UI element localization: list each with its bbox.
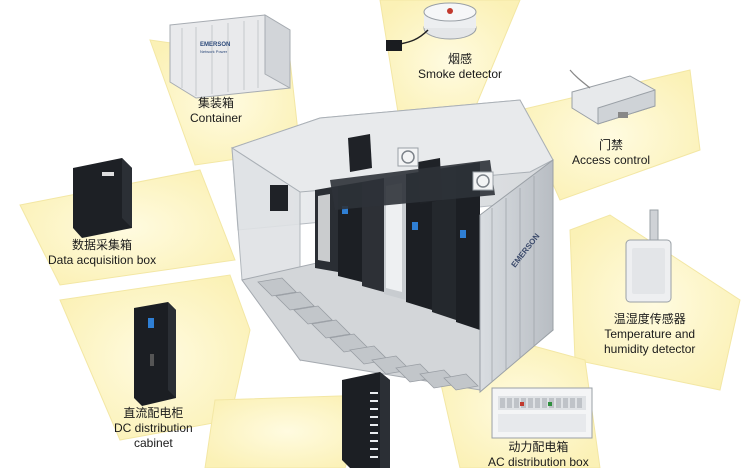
- ac-distribution-box-image: [492, 388, 592, 438]
- label-data-box-en: Data acquisition box: [48, 253, 156, 268]
- container-product-brand: EMERSON: [200, 42, 230, 48]
- label-dc-en2: cabinet: [114, 436, 193, 451]
- label-smoke-en: Smoke detector: [418, 67, 502, 82]
- container-cutaway: EMERSON: [232, 100, 553, 392]
- label-smoke: 烟感 Smoke detector: [418, 52, 502, 82]
- label-smoke-cn: 烟感: [418, 52, 502, 67]
- temp-sensor-image: [626, 210, 671, 302]
- container-product-image: EMERSON Network Power: [170, 15, 290, 98]
- label-dc: 直流配电柜 DC distribution cabinet: [114, 406, 193, 451]
- dc-cabinet-image: [134, 302, 176, 406]
- label-temp-en2: humidity detector: [604, 342, 695, 357]
- label-container: 集装箱 Container: [190, 96, 242, 126]
- label-ac-cn: 动力配电箱: [488, 440, 589, 455]
- data-acquisition-box-image: [73, 158, 132, 238]
- label-dc-cn: 直流配电柜: [114, 406, 193, 421]
- label-container-en: Container: [190, 111, 242, 126]
- label-data-box-cn: 数据采集箱: [48, 238, 156, 253]
- container-product-brand-sub: Network Power: [200, 49, 228, 54]
- label-temp-en1: Temperature and: [604, 327, 695, 342]
- label-temp-cn: 温湿度传感器: [604, 312, 695, 327]
- label-container-cn: 集装箱: [190, 96, 242, 111]
- label-access-cn: 门禁: [572, 138, 650, 153]
- label-dc-en1: DC distribution: [114, 421, 193, 436]
- label-access-en: Access control: [572, 153, 650, 168]
- label-data-box: 数据采集箱 Data acquisition box: [48, 238, 156, 268]
- bottom-cabinet-image: [342, 372, 390, 468]
- label-temp: 温湿度传感器 Temperature and humidity detector: [604, 312, 695, 357]
- label-ac: 动力配电箱 AC distribution box: [488, 440, 589, 470]
- label-access: 门禁 Access control: [572, 138, 650, 168]
